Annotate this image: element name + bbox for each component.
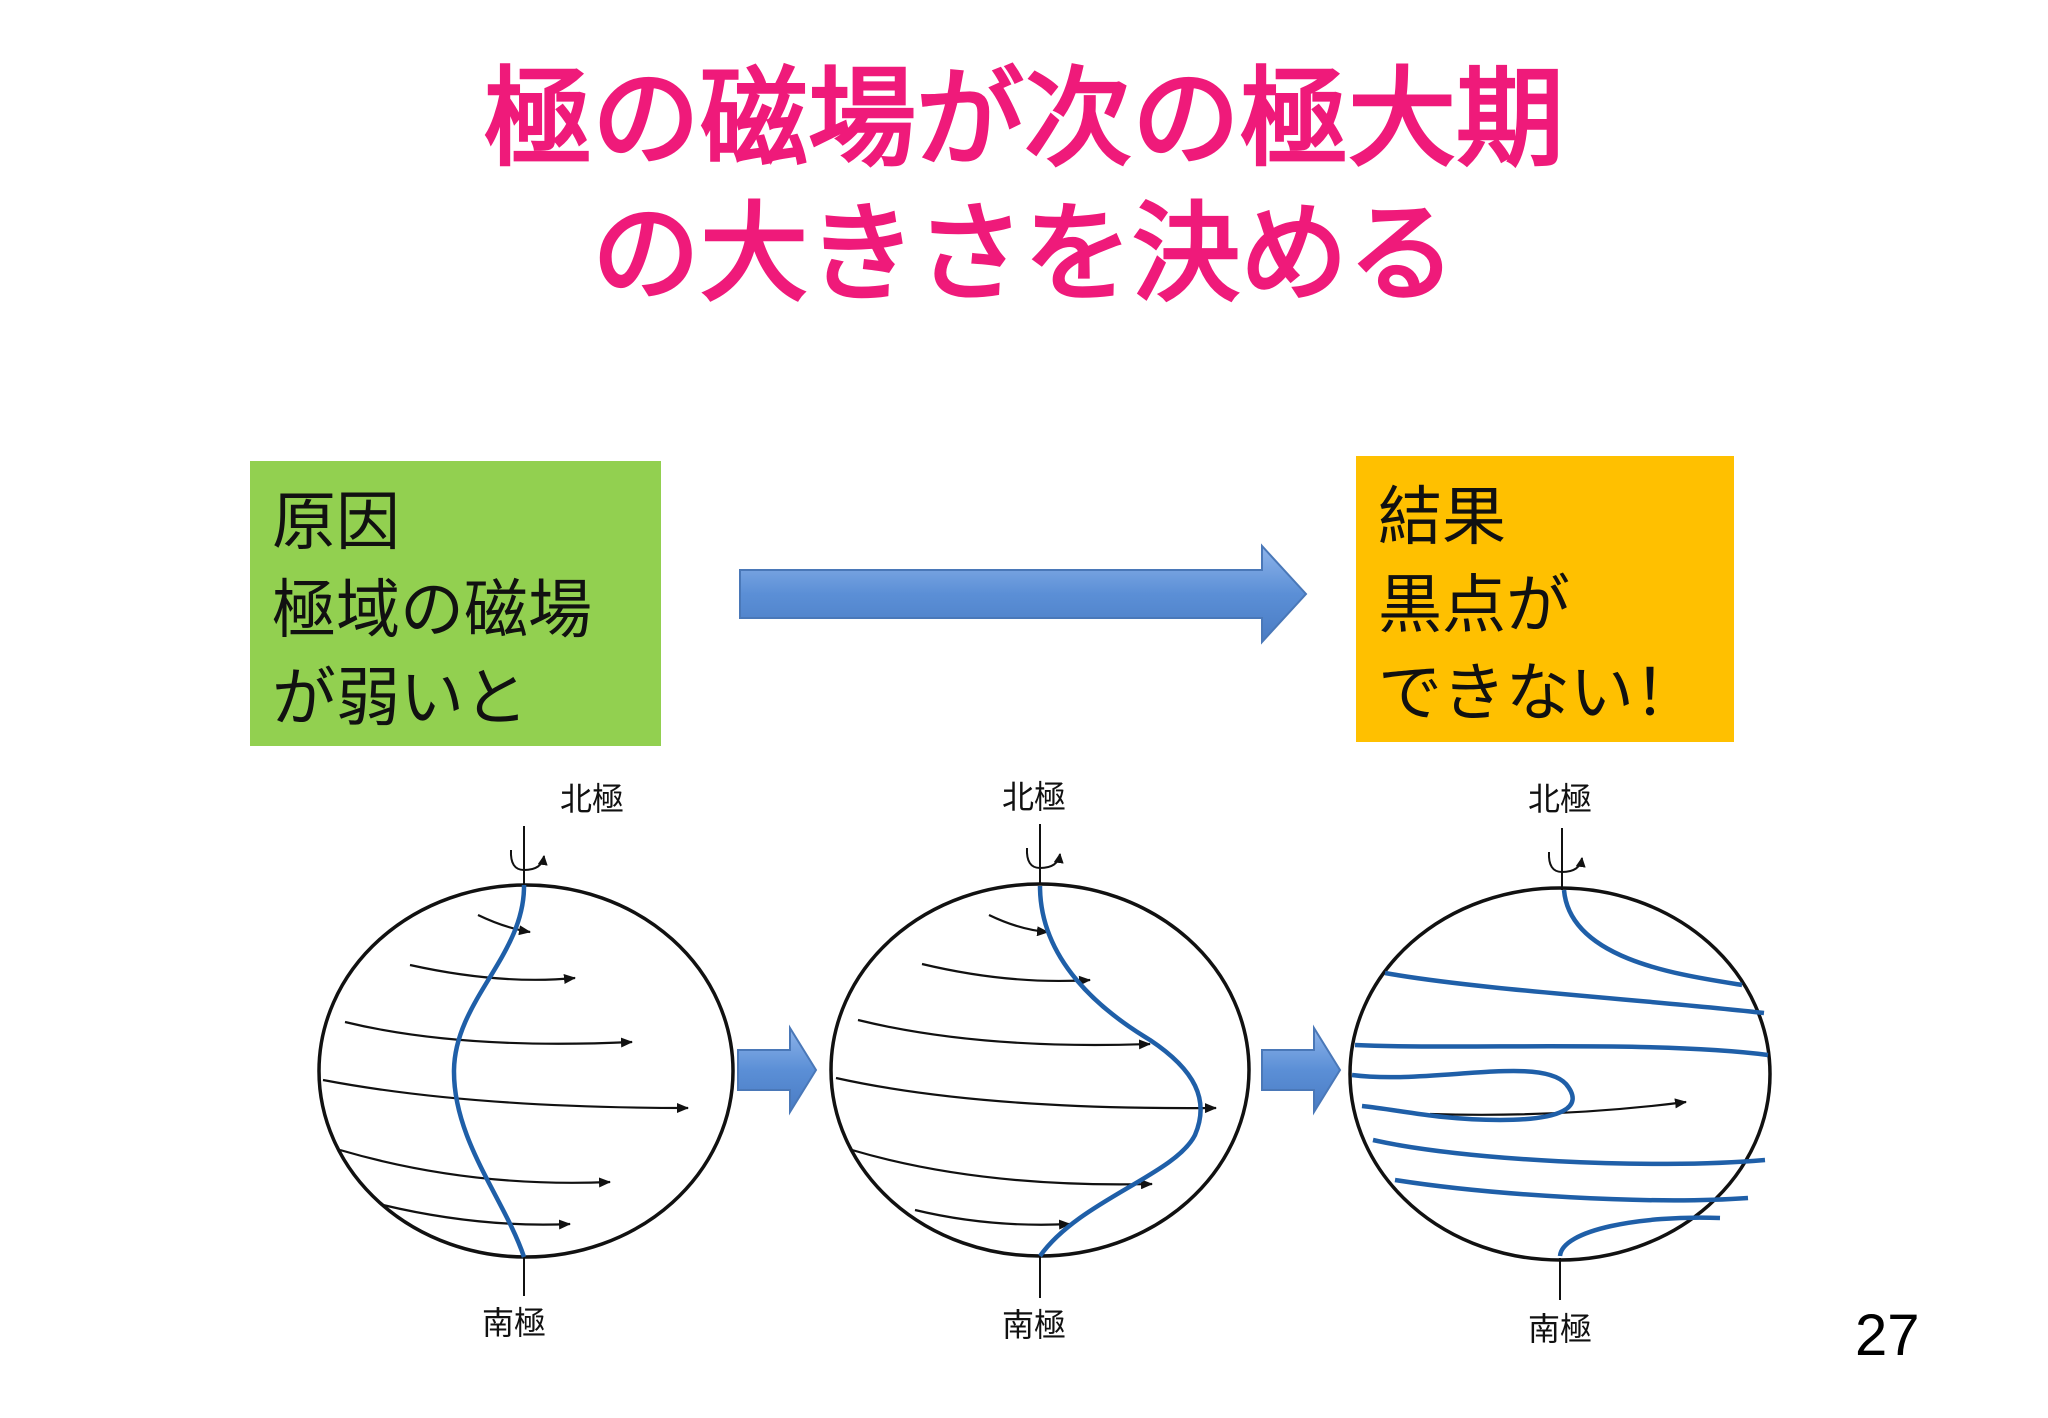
page-number: 27	[1855, 1303, 1920, 1368]
rotation-arrow-icon	[1025, 847, 1064, 870]
cause-box: 原因 極域の磁場 が弱いと	[250, 461, 661, 746]
globe-outline	[317, 883, 735, 1259]
globe-2: 北極 南極	[829, 778, 1251, 1344]
globe-outline	[1348, 886, 1772, 1262]
rotation-arrow-icon	[1547, 851, 1586, 874]
north-pole-label: 北極	[560, 780, 624, 818]
globe-transition-arrow-2	[1261, 1024, 1342, 1116]
poloidal-field-line	[1037, 885, 1203, 1258]
cause-text-line-1: 極域の磁場	[272, 574, 592, 648]
north-pole-label: 北極	[1002, 778, 1066, 816]
result-text-line-1: 黒点が	[1378, 569, 1570, 643]
toroidal-field-lines	[835, 914, 1217, 1230]
south-pole-label: 南極	[1528, 1310, 1592, 1348]
globe-1: 北極 南極	[317, 780, 735, 1342]
result-heading: 結果	[1378, 481, 1506, 555]
cause-text-line-2: が弱いと	[272, 662, 528, 736]
title-line-2: の大きさを決める	[591, 192, 1456, 317]
globe-transition-arrow-1	[737, 1024, 818, 1116]
poloidal-field-line	[451, 884, 527, 1258]
toroidal-field-lines	[322, 914, 689, 1230]
south-pole-label: 南極	[1002, 1306, 1066, 1344]
result-text-line-2: できない！	[1378, 657, 1698, 731]
cause-to-result-arrow	[739, 543, 1308, 645]
rotation-arrow-icon	[509, 849, 548, 872]
title-line-1: 極の磁場が次の極大期	[483, 57, 1564, 182]
south-pole-label: 南極	[482, 1304, 546, 1342]
cause-heading: 原因	[272, 486, 400, 560]
result-box: 結果 黒点が できない！	[1356, 456, 1734, 742]
north-pole-label: 北極	[1528, 780, 1592, 818]
globe-3: 北極 南極	[1348, 780, 1772, 1348]
poloidal-field-lines	[1351, 889, 1769, 1257]
